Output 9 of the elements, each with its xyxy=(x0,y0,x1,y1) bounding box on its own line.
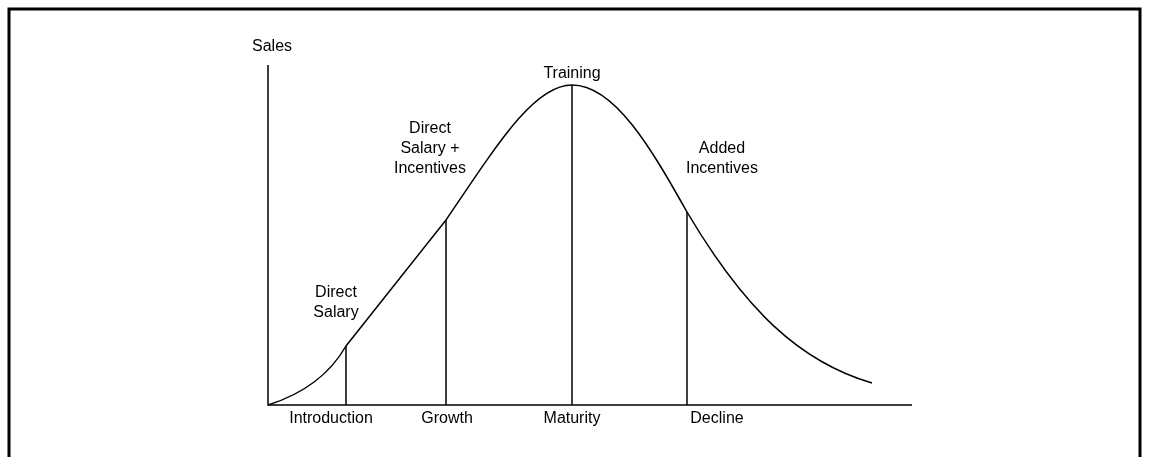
stage-label: Maturity xyxy=(542,408,602,428)
strategy-label: Direct Salary + Incentives xyxy=(394,118,466,178)
stage-label: Growth xyxy=(420,408,474,428)
stage-label: Introduction xyxy=(288,408,374,428)
strategy-label: Added Incentives xyxy=(684,138,759,178)
strategy-label: Direct Salary xyxy=(313,282,359,322)
strategy-label: Training xyxy=(542,63,602,83)
axis-label: Sales xyxy=(252,36,294,56)
stage-label: Decline xyxy=(689,408,745,428)
